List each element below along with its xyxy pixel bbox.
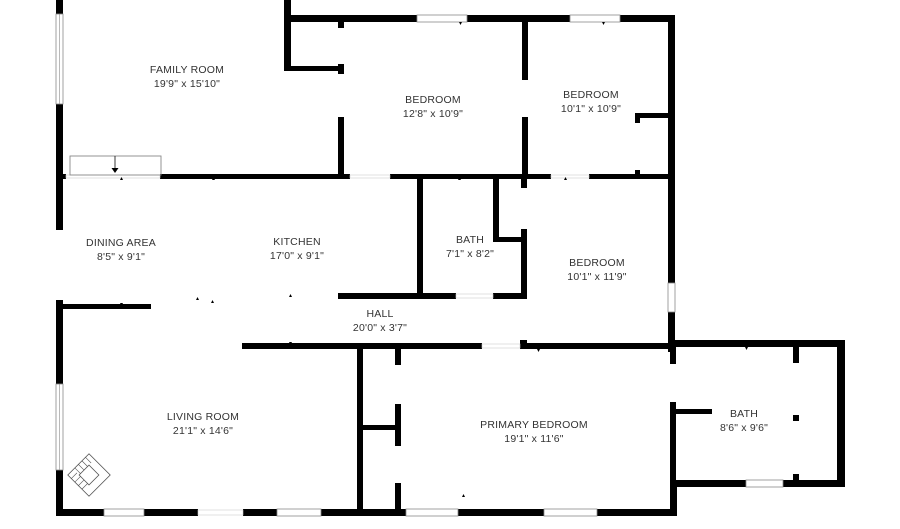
room-label-bedroom-3: BEDROOM 10'1" x 11'9"	[567, 256, 626, 284]
room-dimensions: 8'6" x 9'6"	[719, 422, 769, 434]
room-label-living-room: LIVING ROOM 21'1" x 14'6"	[167, 410, 239, 438]
room-dimensions: 19'1" x 11'6"	[504, 433, 564, 445]
fireplace-icon	[67, 453, 111, 497]
room-dimensions: 12'8" x 10'9"	[402, 108, 464, 120]
room-dimensions: 20'0" x 3'7"	[352, 322, 408, 334]
room-name: LIVING ROOM	[166, 411, 240, 423]
room-label-bedroom-1: BEDROOM 12'8" x 10'9"	[403, 93, 463, 121]
stairs-landing-icon	[69, 155, 162, 176]
dimension-markers	[120, 22, 748, 497]
walls	[56, 0, 845, 516]
room-name: BEDROOM	[405, 94, 461, 106]
room-label-kitchen: KITCHEN 17'0" x 9'1"	[270, 235, 324, 263]
room-label-bath-1: BATH 7'1" x 8'2"	[446, 233, 494, 261]
room-dimensions: 8'5" x 9'1"	[96, 251, 146, 263]
room-name: BATH	[455, 234, 485, 246]
room-dimensions: 7'1" x 8'2"	[445, 248, 495, 260]
room-label-primary-bedroom: PRIMARY BEDROOM 19'1" x 11'6"	[480, 418, 588, 446]
room-label-bath-2: BATH 8'6" x 9'6"	[720, 407, 768, 435]
door-openings	[65, 174, 590, 516]
room-dimensions: 21'1" x 14'6"	[172, 425, 234, 437]
room-label-hall: HALL 20'0" x 3'7"	[353, 307, 407, 335]
room-name: KITCHEN	[273, 236, 321, 248]
room-name: PRIMARY BEDROOM	[480, 419, 588, 431]
room-dimensions: 19'9" x 15'10"	[153, 78, 221, 90]
room-label-family-room: FAMILY ROOM 19'9" x 15'10"	[150, 63, 224, 91]
room-name: DINING AREA	[86, 237, 156, 249]
room-name: HALL	[366, 308, 394, 320]
room-label-dining-area: DINING AREA 8'5" x 9'1"	[86, 236, 156, 264]
room-label-bedroom-2: BEDROOM 10'1" x 10'9"	[561, 88, 621, 116]
room-name: BEDROOM	[569, 257, 625, 269]
room-name: BATH	[729, 408, 759, 420]
room-dimensions: 10'1" x 11'9"	[567, 271, 627, 283]
room-dimensions: 17'0" x 9'1"	[269, 250, 325, 262]
windows	[55, 13, 784, 517]
room-name: FAMILY ROOM	[149, 64, 225, 76]
room-dimensions: 10'1" x 10'9"	[560, 103, 622, 115]
room-name: BEDROOM	[563, 89, 619, 101]
